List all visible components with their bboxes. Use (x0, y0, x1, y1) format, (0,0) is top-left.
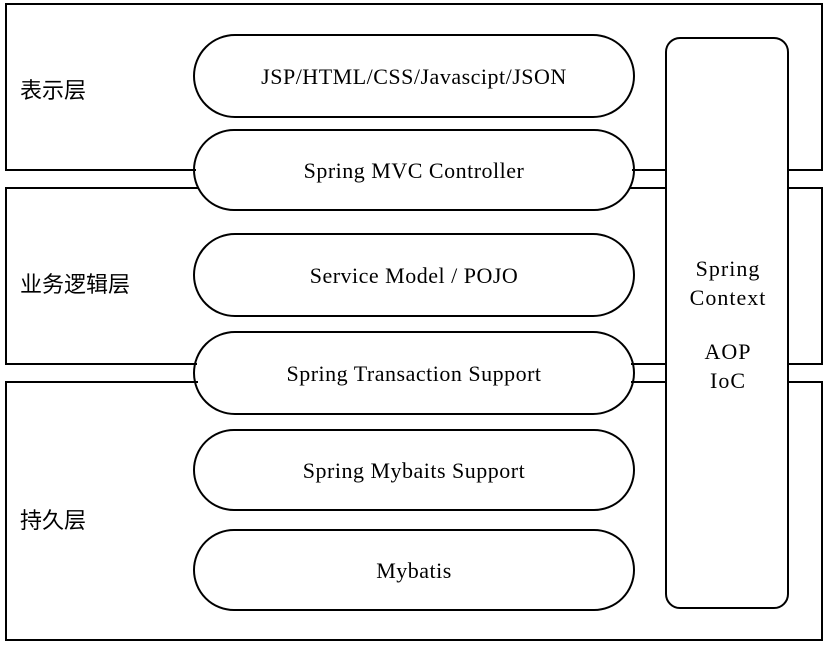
mybatis-pill-label: Mybatis (376, 558, 452, 583)
frontend-pill-label: JSP/HTML/CSS/Javascipt/JSON (261, 64, 567, 89)
side-panel-spring: Spring (696, 256, 761, 281)
mybatis-pill (193, 529, 635, 611)
mvc-controller-pill-label: Spring MVC Controller (304, 158, 525, 183)
side-panel-ioc: IoC (710, 368, 746, 393)
spring-context-panel (665, 37, 789, 609)
persistence-layer-label: 持久层 (20, 509, 86, 534)
mybatis-support-pill (193, 429, 635, 511)
transaction-support-pill-label: Spring Transaction Support (286, 361, 541, 386)
mybatis-support-pill-label: Spring Mybaits Support (303, 458, 525, 483)
service-model-pill (193, 233, 635, 317)
side-panel-aop: AOP (704, 339, 751, 364)
frontend-pill (193, 34, 635, 118)
presentation-layer-label: 表示层 (20, 79, 86, 104)
service-model-pill-label: Service Model / POJO (310, 263, 519, 288)
business-layer-label: 业务逻辑层 (20, 273, 130, 298)
transaction-support-pill (193, 331, 635, 415)
side-panel-context: Context (690, 285, 767, 310)
